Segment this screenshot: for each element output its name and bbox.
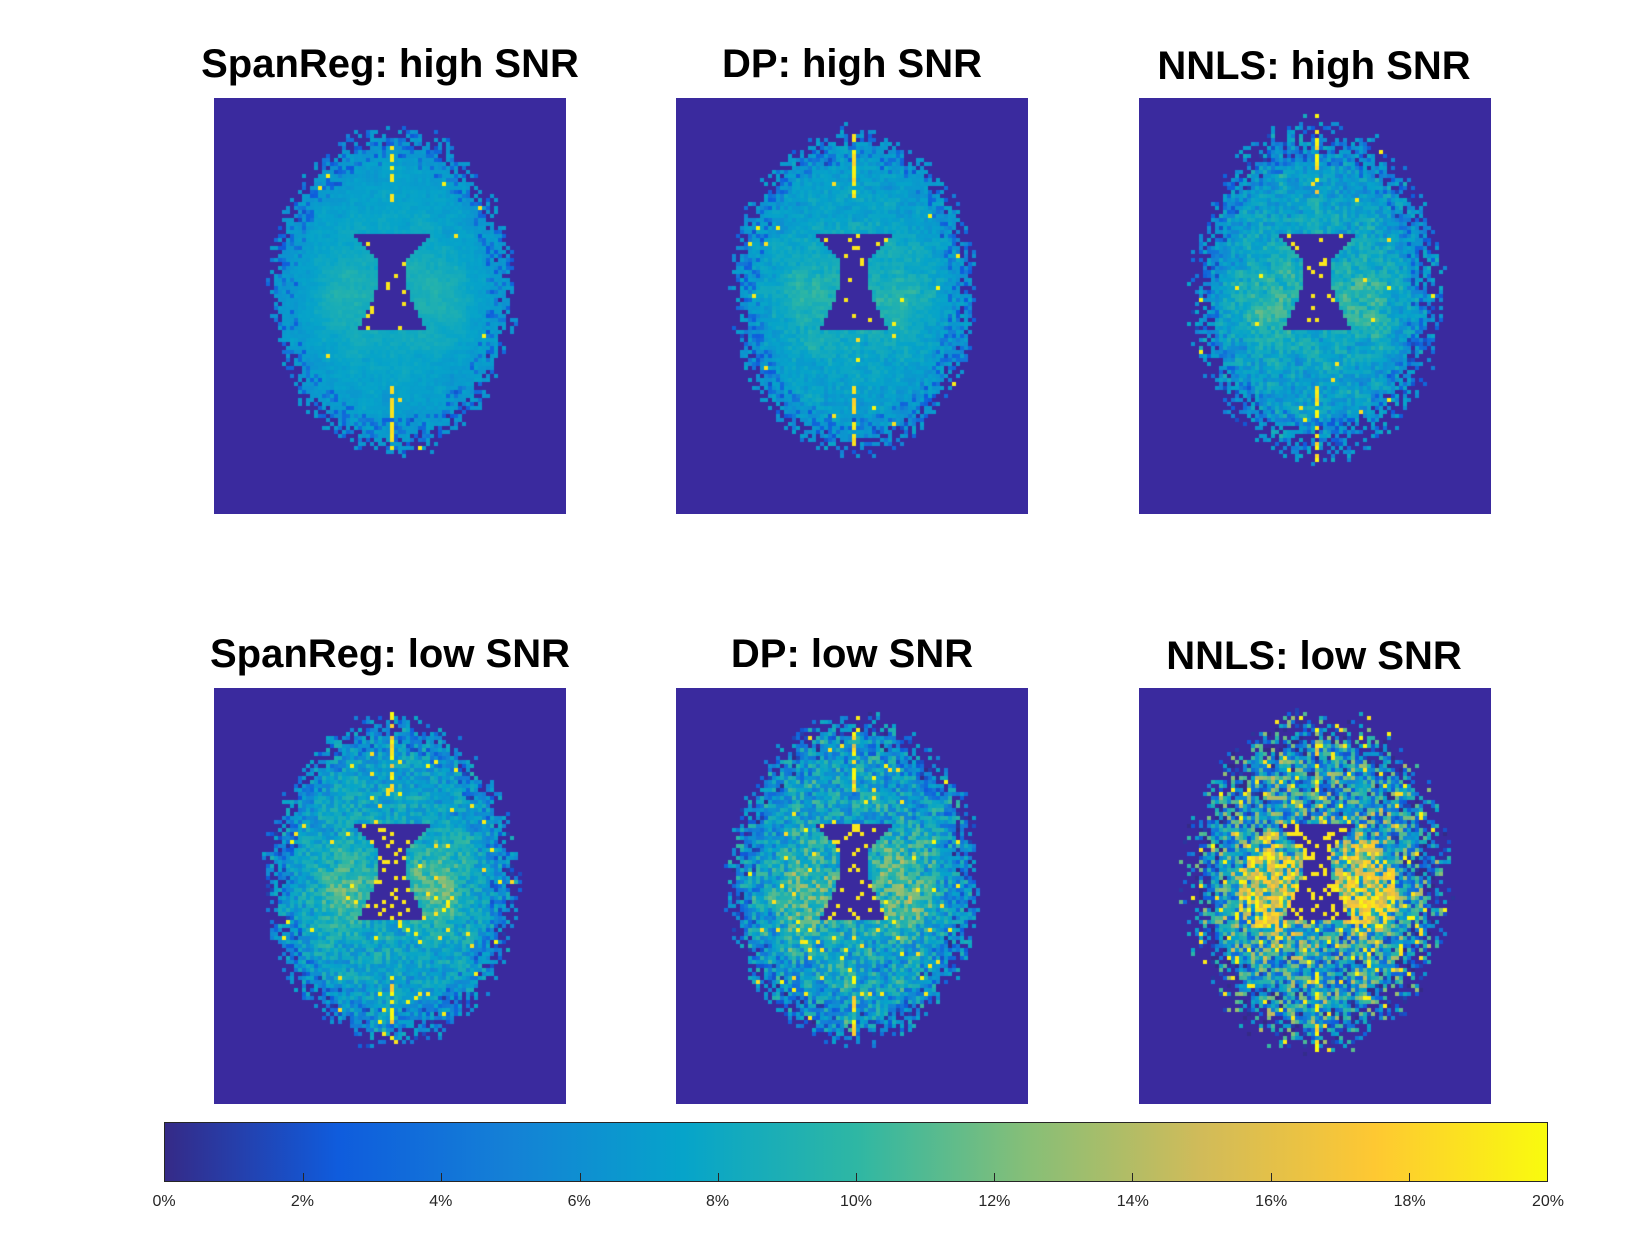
colorbar-tick-label: 16% (1255, 1193, 1288, 1210)
colorbar-tick-label: 6% (567, 1193, 591, 1210)
panel-title-spanreg-low: SpanReg: low SNR (209, 632, 571, 676)
colorbar-tick-label: 0% (152, 1193, 176, 1210)
colorbar-tick-label: 8% (706, 1193, 730, 1210)
colorbar-tick (1408, 1173, 1410, 1181)
brain-map-nnls-low-snr (1139, 688, 1491, 1104)
colorbar-tick-label: 20% (1531, 1193, 1565, 1210)
colorbar-tick-label: 2% (290, 1193, 314, 1210)
colorbar-tick (579, 1173, 581, 1181)
brain-map-dp-low-snr (676, 688, 1028, 1104)
panel-title-nnls-high: NNLS: high SNR (1157, 44, 1471, 88)
colorbar-tick-label: 12% (978, 1193, 1011, 1210)
colorbar-tick (856, 1173, 857, 1181)
brain-map-spanreg-high-snr (214, 98, 566, 514)
panel-title-spanreg-high: SpanReg: high SNR (201, 42, 579, 86)
colorbar-tick (1270, 1173, 1272, 1181)
colorbar-tick-label: 18% (1393, 1193, 1426, 1210)
brain-map-nnls-high-snr (1139, 98, 1491, 514)
panel-title-nnls-low: NNLS: low SNR (1166, 634, 1462, 678)
colorbar-tick (717, 1173, 719, 1181)
panel-title-dp-low: DP: low SNR (730, 632, 974, 676)
panel-title-dp-high: DP: high SNR (722, 42, 982, 86)
colorbar (164, 1122, 1548, 1182)
colorbar-tick (303, 1173, 305, 1181)
colorbar-tick-label: 14% (1116, 1193, 1149, 1210)
colorbar-tick (994, 1173, 996, 1181)
colorbar-tick-label: 10% (839, 1193, 873, 1210)
colorbar-tick (1132, 1173, 1134, 1181)
brain-map-dp-high-snr (676, 98, 1028, 514)
brain-map-spanreg-low-snr (214, 688, 566, 1104)
colorbar-tick-label: 4% (429, 1193, 453, 1210)
colorbar-tick (441, 1173, 443, 1181)
